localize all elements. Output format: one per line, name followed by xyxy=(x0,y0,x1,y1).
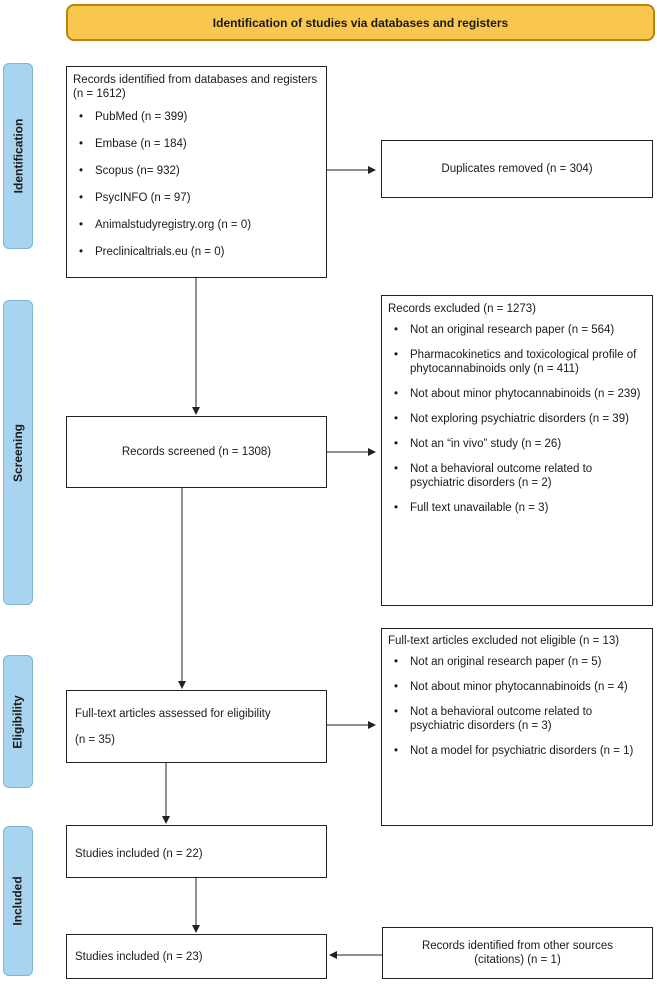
excluded-reason: Not an original research paper (n = 564) xyxy=(388,323,644,337)
fulltext-excluded-title: Full-text articles excluded not eligible… xyxy=(388,635,620,647)
stage-eligibility: Eligibility xyxy=(3,655,33,788)
fulltext-excluded-reason: Not a behavioral outcome related to psyc… xyxy=(388,705,644,733)
source-list: PubMed (n = 399) Embase (n = 184) Scopus… xyxy=(73,110,320,259)
source-item: Animalstudyregistry.org (n = 0) xyxy=(73,218,320,232)
source-item: PsycINFO (n = 97) xyxy=(73,191,320,205)
fulltext-assessed-title: Full-text articles assessed for eligibil… xyxy=(75,708,271,720)
records-excluded-title: Records excluded (n = 1273) xyxy=(388,303,536,315)
excluded-reason: Full text unavailable (n = 3) xyxy=(388,501,644,515)
fulltext-assessed-count: (n = 35) xyxy=(75,734,115,746)
excluded-reasons-list: Not an original research paper (n = 564)… xyxy=(388,323,644,515)
diagram-header: Identification of studies via databases … xyxy=(66,4,655,41)
records-screened-text: Records screened (n = 1308) xyxy=(121,446,272,458)
fulltext-excluded-reason: Not about minor phytocannabinoids (n = 4… xyxy=(388,680,644,694)
fulltext-excluded-box: Full-text articles excluded not eligible… xyxy=(381,628,653,826)
duplicates-removed-text: Duplicates removed (n = 304) xyxy=(441,163,593,175)
stage-included: Included xyxy=(3,826,33,976)
records-screened-box: Records screened (n = 1308) xyxy=(66,416,327,488)
excluded-reason: Not about minor phytocannabinoids (n = 2… xyxy=(388,387,644,401)
stage-screening: Screening xyxy=(3,300,33,605)
source-item: PubMed (n = 399) xyxy=(73,110,320,124)
studies-included-box-1: Studies included (n = 22) xyxy=(66,825,327,878)
other-sources-text: Records identified from other sources (c… xyxy=(421,940,614,966)
stage-identification: Identification xyxy=(3,63,33,249)
excluded-reason: Not a behavioral outcome related to psyc… xyxy=(388,462,644,490)
excluded-reason: Not exploring psychiatric disorders (n =… xyxy=(388,412,644,426)
source-item: Preclinicaltrials.eu (n = 0) xyxy=(73,245,320,259)
studies-included-box-2: Studies included (n = 23) xyxy=(66,934,327,979)
excluded-reason: Pharmacokinetics and toxicological profi… xyxy=(388,348,644,376)
records-identified-box: Records identified from databases and re… xyxy=(66,66,327,278)
source-item: Scopus (n= 932) xyxy=(73,164,320,178)
fulltext-excluded-list: Not an original research paper (n = 5) N… xyxy=(388,655,644,758)
fulltext-excluded-reason: Not a model for psychiatric disorders (n… xyxy=(388,744,644,758)
header-title: Identification of studies via databases … xyxy=(212,15,509,30)
excluded-reason: Not an “in vivo” study (n = 26) xyxy=(388,437,644,451)
source-item: Embase (n = 184) xyxy=(73,137,320,151)
fulltext-assessed-box: Full-text articles assessed for eligibil… xyxy=(66,690,327,763)
studies-included-text-1: Studies included (n = 22) xyxy=(75,848,203,860)
records-identified-title: Records identified from databases and re… xyxy=(73,74,318,100)
duplicates-removed-box: Duplicates removed (n = 304) xyxy=(381,140,653,198)
fulltext-excluded-reason: Not an original research paper (n = 5) xyxy=(388,655,644,669)
studies-included-text-2: Studies included (n = 23) xyxy=(75,951,203,963)
records-excluded-box: Records excluded (n = 1273) Not an origi… xyxy=(381,295,653,606)
other-sources-box: Records identified from other sources (c… xyxy=(382,927,653,979)
